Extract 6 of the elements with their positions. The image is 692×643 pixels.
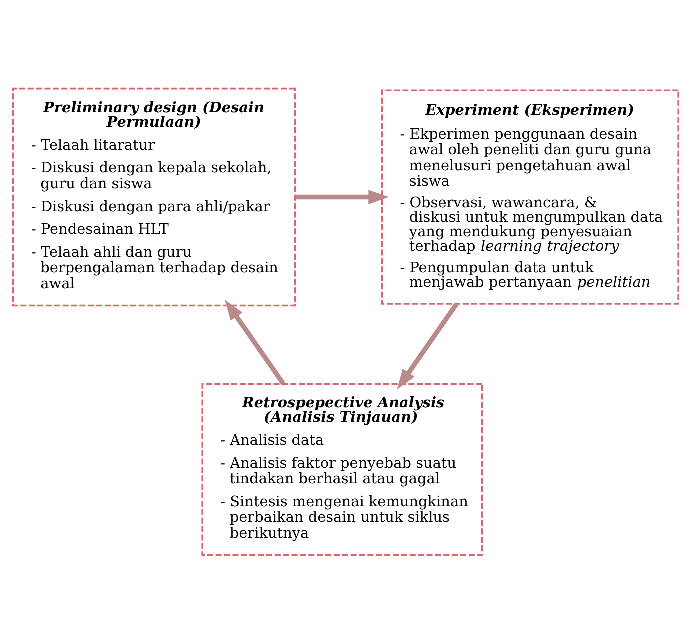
node-box: Preliminary design (Desain Permulaan) - Telaah litaratur - Diskusi dengan kepala sekolah, guru dan siswa - Diskusi dengan para ahli/pakar - Pendesainan HLT - Telaah ahli dan guru berpengalaman terhadap desain awal (12, 87, 296, 306)
arrow (296, 190, 390, 204)
node-box: Retrospepective Analysis (Analisis Tinjauan) - Analisis data - Analisis faktor penyebab suatu tindakan berhasil atau gagal - Sintesis mengenai kemungkinan perbaikan desain untuk siklus berikutnya (202, 382, 484, 556)
arrow (397, 302, 459, 390)
node-box: Experiment (Eksperimen) - Ekperimen penggunaan desain awal oleh peneliti dan guru guna menelusuri pengetahuan awal siswa - Observasi, wawancara, & diskusi untuk mengumpulkan data yang mendukung penyesuaian terhadap learning trajectory - Pengumpulan data untuk menjawab pertanyaan penelitian (381, 89, 680, 304)
arrow (225, 299, 286, 385)
